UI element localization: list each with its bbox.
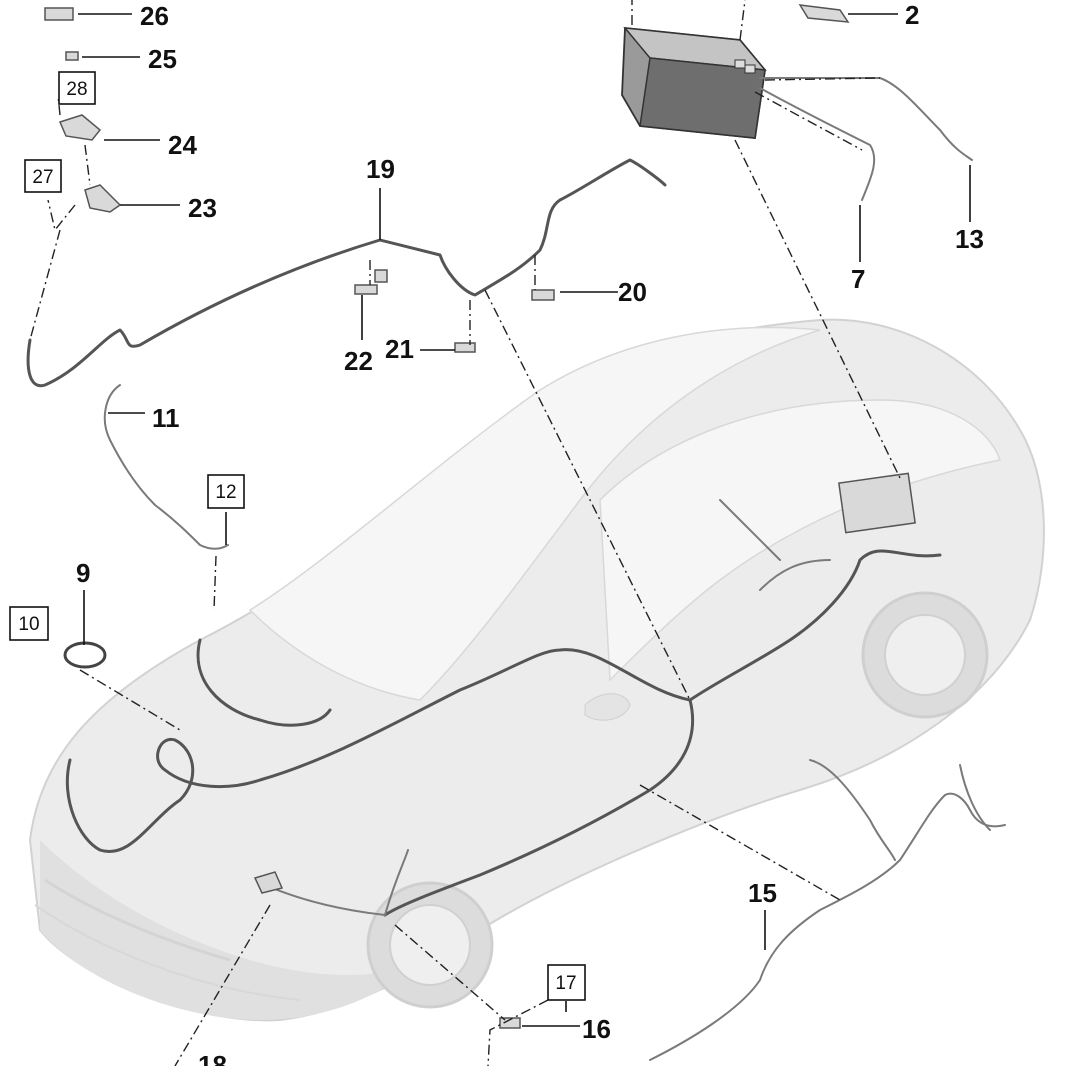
- callout-21-label: 21: [385, 334, 414, 364]
- part-21-connector: [454, 342, 476, 353]
- callout-23-label: 23: [188, 193, 217, 223]
- callout-15-label: 15: [748, 878, 777, 908]
- harness-15: [649, 792, 1006, 1061]
- leader-lines: [78, 13, 971, 1027]
- callout-24-label: 24: [168, 130, 197, 160]
- boxed-callout-27: 27: [24, 159, 62, 193]
- callout-9-label: 9: [76, 558, 90, 588]
- callout-18-label: 18: [198, 1050, 227, 1066]
- part-16-connector: [499, 1017, 521, 1029]
- part-22-connector: [354, 284, 378, 295]
- part-18-connector: [253, 871, 284, 894]
- callout-27-label: 27: [32, 167, 53, 188]
- part-13-cable: [759, 77, 973, 161]
- callout-22-label: 22: [344, 346, 373, 376]
- boxed-callout-28: 28: [58, 71, 96, 105]
- callout-16-label: 16: [582, 1014, 611, 1044]
- callout-7-label: 7: [851, 264, 865, 294]
- callout-20-label: 20: [618, 277, 647, 307]
- boxed-callout-17: 17: [547, 964, 586, 1001]
- callout-17-label: 17: [555, 973, 576, 994]
- callout-25-label: 25: [148, 44, 177, 74]
- rear-battery-in-car: [838, 472, 916, 534]
- boxed-callout-12: 12: [207, 474, 245, 509]
- part-25: [65, 51, 79, 61]
- part-7-cable: [759, 87, 876, 201]
- callout-11-label: 11: [152, 403, 180, 433]
- part-24: [58, 114, 102, 141]
- part-2-bracket: [798, 4, 850, 23]
- reference-lines: [29, 0, 901, 1067]
- callout-2-label: 2: [905, 0, 919, 30]
- car-silhouette: [28, 318, 1045, 1022]
- callout-13-label: 13: [955, 224, 984, 254]
- callout-26-label: 26: [140, 1, 169, 31]
- harness-19: [26, 158, 667, 388]
- part-26: [44, 7, 74, 21]
- part-20-connector: [531, 289, 555, 301]
- battery: [621, 27, 767, 139]
- part-23: [84, 184, 122, 213]
- part-9-loop: [63, 641, 107, 669]
- callout-19-label: 19: [366, 154, 395, 184]
- vehicle-harness: [65, 472, 942, 917]
- callout-12-label: 12: [215, 482, 236, 503]
- harness-11: [103, 384, 229, 550]
- callout-10-label: 10: [18, 614, 39, 635]
- boxed-callout-10: 10: [9, 606, 49, 641]
- part-22b-connector: [374, 269, 388, 283]
- callout-28-label: 28: [66, 79, 87, 100]
